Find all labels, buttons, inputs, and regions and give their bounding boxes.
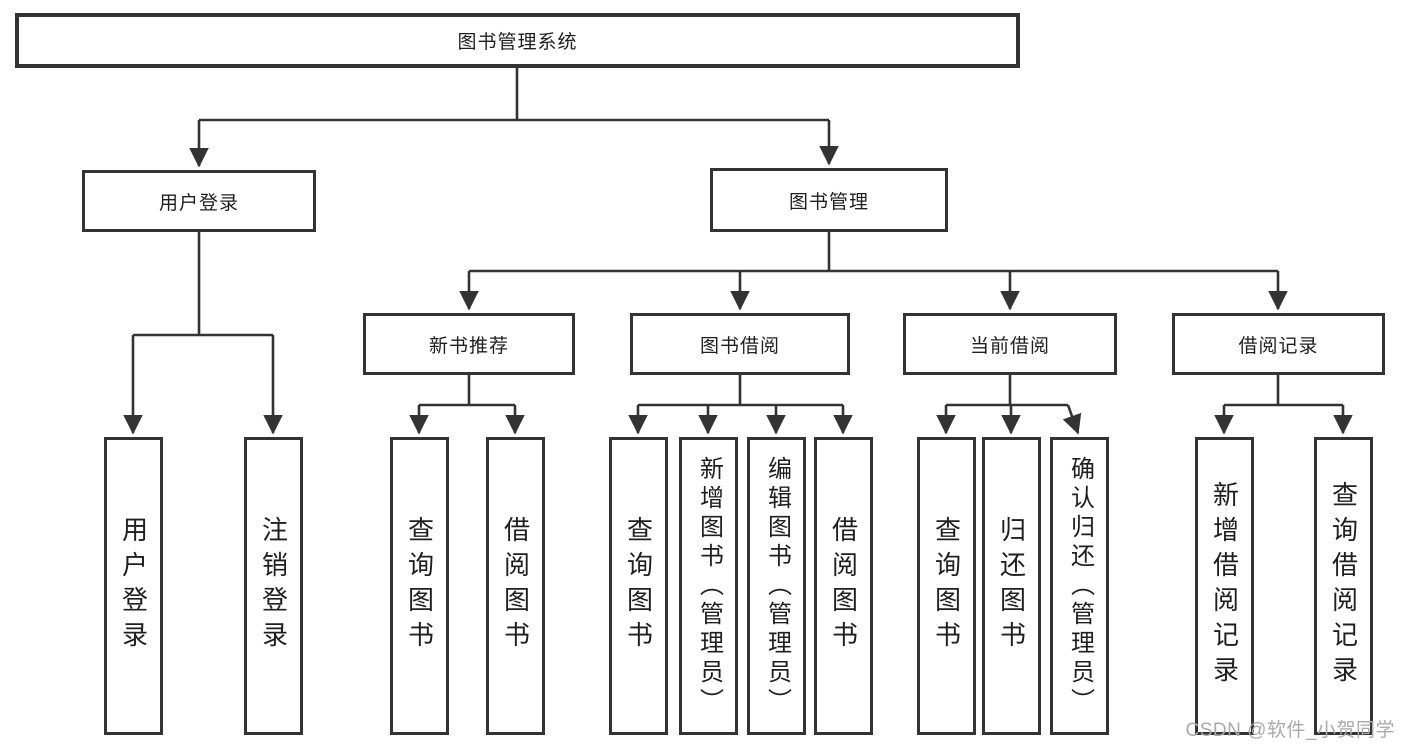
leaf-edit-books-admin: 编辑图书（管理员） (747, 437, 806, 735)
leaf-query-borrow-record: 查询借阅记录 (1314, 437, 1373, 735)
leaf-confirm-return-admin-label: 确认归还（管理员） (1066, 455, 1094, 717)
leaf-add-books-admin: 新增图书（管理员） (679, 437, 738, 735)
leaf-borrow-query-books: 查询图书 (609, 437, 668, 735)
leaf-recommend-borrow-books: 借阅图书 (486, 437, 545, 735)
leaf-query-borrow-record-label: 查询借阅记录 (1328, 481, 1359, 691)
node-book-management-label: 图书管理 (788, 191, 869, 213)
leaf-recommend-query-books-label: 查询图书 (404, 516, 435, 656)
leaf-logout: 注销登录 (244, 437, 303, 735)
node-user-login: 用户登录 (82, 170, 316, 232)
node-root-system: 图书管理系统 (15, 13, 1020, 68)
node-current-borrow: 当前借阅 (903, 313, 1117, 375)
node-current-borrow-label: 当前借阅 (969, 335, 1050, 357)
leaf-borrow-books-label: 借阅图书 (828, 516, 859, 656)
leaf-return-books-label: 归还图书 (996, 516, 1027, 656)
leaf-confirm-return-admin: 确认归还（管理员） (1050, 437, 1109, 735)
leaf-borrow-query-books-label: 查询图书 (623, 516, 654, 656)
node-book-management: 图书管理 (710, 168, 948, 232)
leaf-current-query-books-label: 查询图书 (931, 516, 962, 656)
csdn-watermark: CSDN @软件_小贺同学 (1185, 720, 1395, 741)
leaf-user-login-label: 用户登录 (118, 516, 149, 656)
leaf-borrow-books: 借阅图书 (814, 437, 873, 735)
leaf-recommend-borrow-books-label: 借阅图书 (500, 516, 531, 656)
node-borrow-records: 借阅记录 (1172, 313, 1385, 375)
leaf-recommend-query-books: 查询图书 (390, 437, 449, 735)
leaf-current-query-books: 查询图书 (917, 437, 976, 735)
node-new-book-recommend: 新书推荐 (363, 313, 575, 375)
leaf-logout-label: 注销登录 (258, 516, 289, 656)
leaf-add-books-admin-label: 新增图书（管理员） (695, 455, 723, 717)
leaf-user-login: 用户登录 (104, 437, 163, 735)
node-borrow-records-label: 借阅记录 (1238, 335, 1319, 357)
node-book-borrow: 图书借阅 (630, 313, 850, 375)
leaf-add-borrow-record: 新增借阅记录 (1195, 437, 1254, 735)
node-root-label: 图书管理系统 (457, 32, 578, 53)
leaf-edit-books-admin-label: 编辑图书（管理员） (763, 455, 791, 717)
node-new-book-recommend-label: 新书推荐 (428, 335, 509, 357)
leaf-add-borrow-record-label: 新增借阅记录 (1209, 481, 1240, 691)
node-user-login-label: 用户登录 (158, 192, 239, 214)
leaf-return-books: 归还图书 (982, 437, 1041, 735)
node-book-borrow-label: 图书借阅 (699, 335, 780, 357)
